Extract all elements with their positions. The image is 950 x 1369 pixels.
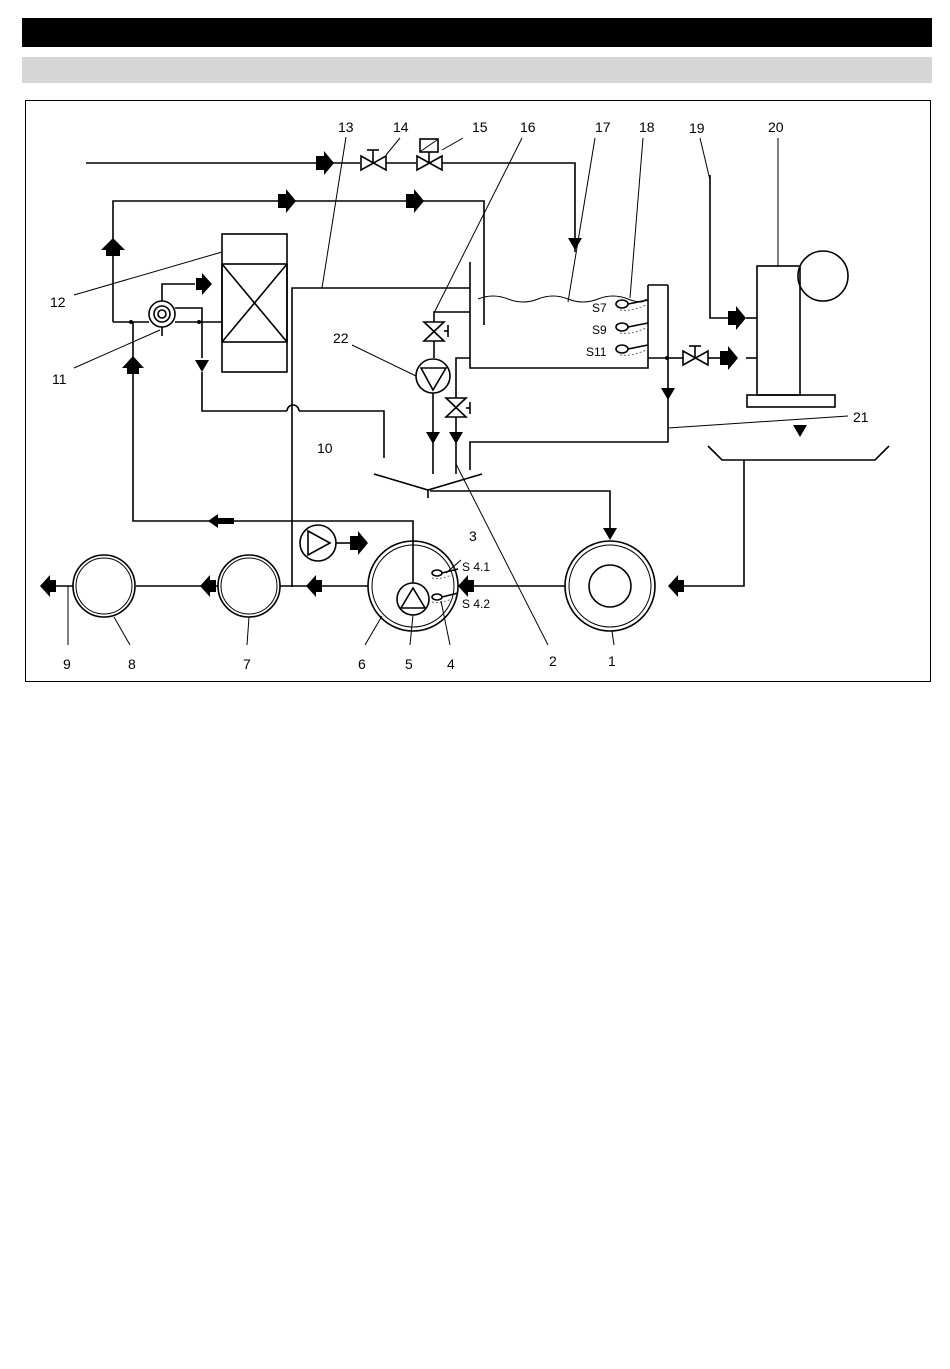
label-2: 2 [549, 653, 557, 669]
sensor-s11-label: S11 [586, 345, 607, 359]
label-5: 5 [405, 656, 413, 672]
tank-7 [218, 555, 280, 617]
sensor-labels: S7 S9 S11 S 4.1 S 4.2 [462, 301, 607, 611]
sensor-s9-label: S9 [592, 323, 607, 337]
line-crossover [287, 405, 299, 411]
number-labels: 13 14 15 16 17 18 19 20 12 22 11 21 10 3… [50, 119, 869, 672]
label-18: 18 [639, 119, 655, 135]
label-21: 21 [853, 409, 869, 425]
label-9: 9 [63, 656, 71, 672]
heat-exchanger-12 [222, 234, 287, 372]
label-6: 6 [358, 656, 366, 672]
label-1: 1 [608, 653, 616, 669]
label-19: 19 [689, 120, 705, 136]
label-11: 11 [52, 371, 67, 387]
label-13: 13 [338, 119, 354, 135]
label-17: 17 [595, 119, 611, 135]
overflow-pipe [470, 285, 668, 470]
label-10: 10 [317, 440, 333, 456]
valve-14 [361, 150, 386, 170]
label-15: 15 [472, 119, 488, 135]
flow-arrow-down [568, 238, 582, 250]
return-line-2 [299, 411, 384, 458]
sensor-s41-label: S 4.1 [462, 560, 490, 574]
funnel [374, 474, 617, 540]
solenoid-valve-15 [417, 139, 442, 170]
pipe-13 [292, 288, 322, 587]
pipe-6-11 [133, 374, 413, 541]
label-22: 22 [333, 330, 349, 346]
valve-outlet [683, 346, 708, 365]
label-8: 8 [128, 656, 136, 672]
flow-arrow-right [316, 151, 334, 175]
label-16: 16 [520, 119, 536, 135]
tank-8 [73, 555, 135, 617]
label-7: 7 [243, 656, 251, 672]
equipment-20 [710, 175, 848, 437]
return-line [202, 372, 287, 411]
pump-22 [416, 312, 470, 474]
label-3: 3 [469, 528, 477, 544]
label-20: 20 [768, 119, 784, 135]
tray-21 [668, 446, 889, 597]
pump-10 [300, 525, 368, 561]
pump-11 [113, 273, 222, 374]
label-4: 4 [447, 656, 455, 672]
label-14: 14 [393, 119, 409, 135]
level-sensors [616, 300, 648, 355]
tank-17 [470, 262, 668, 368]
sensor-s7-label: S7 [592, 301, 607, 315]
tank-1 [565, 541, 655, 631]
leader-lines [68, 137, 848, 645]
outlet-arrow [40, 575, 56, 597]
sensor-s42-label: S 4.2 [462, 597, 490, 611]
label-12: 12 [50, 294, 66, 310]
